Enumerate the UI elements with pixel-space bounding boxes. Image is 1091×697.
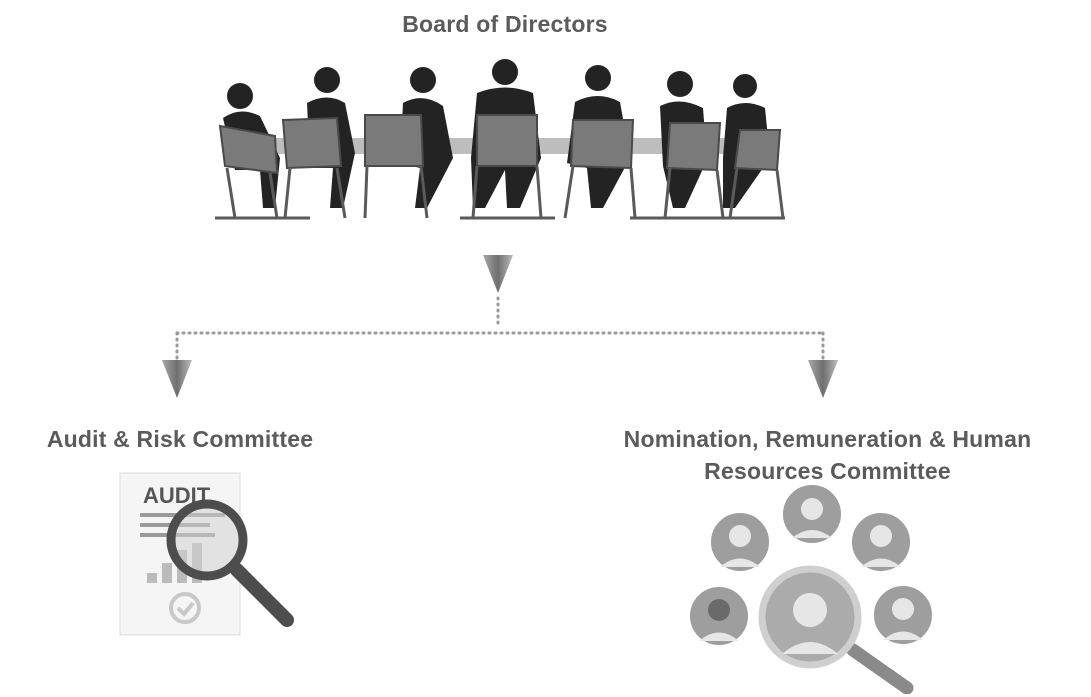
avatar-2	[781, 483, 843, 545]
magnifying-glass-icon	[166, 499, 294, 627]
board-chairs	[215, 114, 785, 220]
avatar-4	[688, 585, 750, 647]
checkmark-icon	[169, 592, 201, 624]
featured-candidate-head	[793, 593, 827, 627]
avatar-1	[709, 511, 771, 573]
search-magnifier-icon	[758, 565, 914, 694]
nomination-committee-title: Nomination, Remuneration & Human Resourc…	[585, 423, 1070, 487]
audit-committee-title: Audit & Risk Committee	[46, 426, 314, 452]
board-title: Board of Directors	[402, 11, 608, 37]
nomination-title-line1: Nomination, Remuneration & Human	[623, 426, 1032, 452]
avatar-3	[850, 511, 912, 573]
top-arrow	[483, 255, 513, 293]
nomination-title-line2: Resources Committee	[704, 458, 951, 484]
right-arrow	[808, 360, 838, 398]
dotted-connector-lines	[175, 296, 825, 362]
candidate-avatars	[688, 483, 934, 647]
left-arrow	[162, 360, 192, 398]
hr-people-search-illustration	[688, 483, 934, 694]
boardroom-meeting-illustration	[215, 59, 785, 220]
audit-illustration: AUDIT	[119, 472, 294, 636]
avatar-5	[872, 584, 934, 646]
